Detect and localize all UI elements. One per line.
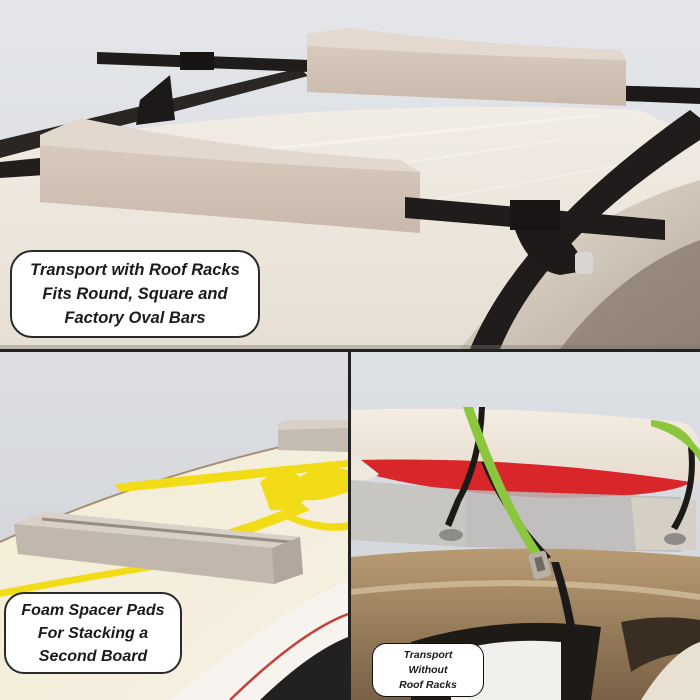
caption-line: Without: [408, 663, 448, 676]
caption-line: Factory Oval Bars: [64, 309, 206, 327]
caption-line: Fits Round, Square and: [42, 285, 228, 303]
caption-line: Transport with Roof Racks: [30, 261, 240, 279]
caption-line: Foam Spacer Pads: [21, 601, 165, 619]
caption-line: Transport: [403, 648, 453, 661]
strap-transport-photo: [351, 352, 700, 700]
caption-without-roof-racks: Transport Without Roof Racks: [372, 643, 484, 697]
panel-foam-spacer-pads: Foam Spacer Pads For Stacking a Second B…: [0, 352, 348, 700]
caption-line: Roof Racks: [399, 678, 457, 691]
caption-foam-spacer-pads: Foam Spacer Pads For Stacking a Second B…: [4, 592, 182, 674]
panel-no-roof-rack-transport: Transport Without Roof Racks: [351, 352, 700, 700]
caption-line: Second Board: [38, 647, 148, 665]
caption-roof-racks: Transport with Roof Racks Fits Round, Sq…: [10, 250, 260, 338]
panel-roof-rack-transport: Transport with Roof Racks Fits Round, Sq…: [0, 0, 700, 349]
caption-line: For Stacking a: [37, 624, 149, 642]
